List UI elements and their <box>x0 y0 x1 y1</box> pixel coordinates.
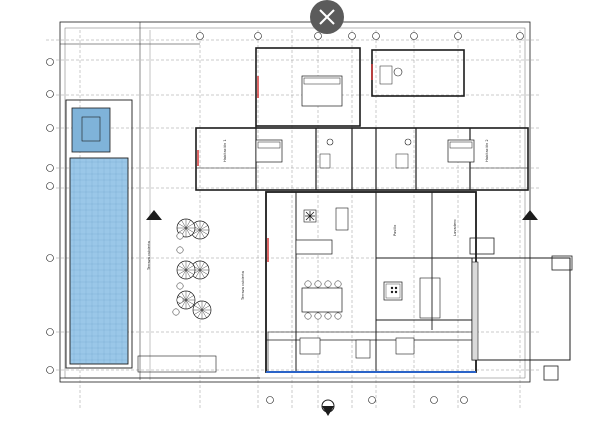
label-laundry: Lavadero <box>453 219 457 236</box>
dining-chair <box>304 312 312 320</box>
pool-water <box>69 157 129 365</box>
grid-bubble-top <box>516 32 524 40</box>
grid-bubble-left <box>46 328 54 336</box>
master-suite-walls <box>255 47 361 127</box>
room-labels: Habitación 1 Habitación 2 Terraza cubierta… <box>147 139 489 301</box>
dining-chair <box>314 280 322 288</box>
entry-bench <box>299 337 321 355</box>
pool-jacuzzi <box>71 107 111 153</box>
grid-bubble-top <box>410 32 418 40</box>
section-marker-south-arrow <box>322 406 334 416</box>
bedroom-wing-walls <box>195 127 529 191</box>
grid-bubble-top <box>196 32 204 40</box>
bedroom-right-bed-pillows <box>449 141 473 149</box>
living-fan-icon <box>305 211 315 221</box>
close-button[interactable] <box>310 0 344 34</box>
grid-markers <box>46 32 538 416</box>
kitchen-counter <box>419 277 441 319</box>
dining-chair <box>334 280 342 288</box>
patio-chair <box>176 296 184 304</box>
outdoor-grill <box>469 237 495 255</box>
dining-chair <box>334 312 342 320</box>
cooktop-burner <box>394 290 398 294</box>
label-deck-mid: Terraza cubierta <box>241 271 245 301</box>
grid-bubble-left <box>46 366 54 374</box>
basin <box>393 67 403 77</box>
grid-bubble-left <box>46 58 54 66</box>
bedroom-right-bed <box>447 139 475 163</box>
close-icon <box>319 9 335 25</box>
entry-chair <box>355 339 371 359</box>
grid-bubble-bottom <box>266 396 274 404</box>
dining-chair <box>324 280 332 288</box>
outer-frame <box>59 21 531 383</box>
living-armchair <box>335 207 349 231</box>
patio-umbrella-rib <box>178 223 194 233</box>
grid-bubble-top <box>254 32 262 40</box>
right-terrace <box>471 257 571 361</box>
entry-chair <box>395 337 415 355</box>
label-deck-left: Terraza cubierta <box>147 241 151 271</box>
grid-bubble-top <box>454 32 462 40</box>
grid-bubble-bottom <box>368 396 376 404</box>
cooktop-burner <box>390 290 394 294</box>
jacuzzi-inner <box>81 116 101 142</box>
living-rug <box>303 209 317 223</box>
bath-vanity <box>395 153 409 169</box>
inner-frame <box>64 27 526 379</box>
plan-linework <box>46 21 573 408</box>
patio-chair <box>176 232 184 240</box>
section-marker-west <box>146 210 162 220</box>
master-bed-pillows <box>303 77 341 85</box>
patio-chair <box>176 282 184 290</box>
label-bedroom-right: Habitación 2 <box>485 139 489 162</box>
terrace-column <box>551 255 573 271</box>
front-porch <box>267 331 477 373</box>
grid-bubble-left <box>46 254 54 262</box>
section-marker-east <box>522 210 538 220</box>
pool-deck <box>65 99 133 369</box>
toilet <box>404 138 412 146</box>
patio-chair <box>172 308 180 316</box>
dining-chair <box>304 280 312 288</box>
living-sofa <box>295 239 333 255</box>
pool-step <box>137 355 217 373</box>
grid-bubble-bottom <box>460 396 468 404</box>
label-bedroom-left: Habitación 1 <box>223 139 227 162</box>
living-block-walls <box>265 191 477 373</box>
toilet <box>326 138 334 146</box>
dining-table <box>301 287 343 313</box>
kitchen-island <box>383 281 403 301</box>
grid-bubble-top <box>314 32 322 40</box>
cooktop-burner <box>394 286 398 290</box>
kitchen-cooktop <box>385 283 401 299</box>
bedroom-left-bed-pillows <box>257 141 281 149</box>
terrace-wall <box>471 261 479 361</box>
grid-bubble-top <box>348 32 356 40</box>
terrace-column <box>543 365 559 381</box>
bath-vanity <box>319 153 331 169</box>
furniture-layer <box>172 65 475 359</box>
dining-chair <box>314 312 322 320</box>
master-bed <box>301 75 343 107</box>
bedroom-left-bed <box>255 139 283 163</box>
grid-bubble-left <box>46 90 54 98</box>
cooktop-burner <box>390 286 394 290</box>
grid-bubble-left <box>46 182 54 190</box>
dining-chair <box>324 312 332 320</box>
label-corridor: Pasillo <box>393 225 397 236</box>
patio-chair <box>176 246 184 254</box>
patio-umbrella-rib <box>194 305 210 315</box>
master-bath-walls <box>371 49 465 97</box>
shower <box>379 65 393 85</box>
patio-umbrella-rib <box>178 265 194 275</box>
grid-bubble-bottom <box>430 396 438 404</box>
grid-bubble-left <box>46 124 54 132</box>
patio-umbrella-rib <box>192 225 208 235</box>
grid-bubble-left <box>46 164 54 172</box>
grid-bubble-top <box>372 32 380 40</box>
